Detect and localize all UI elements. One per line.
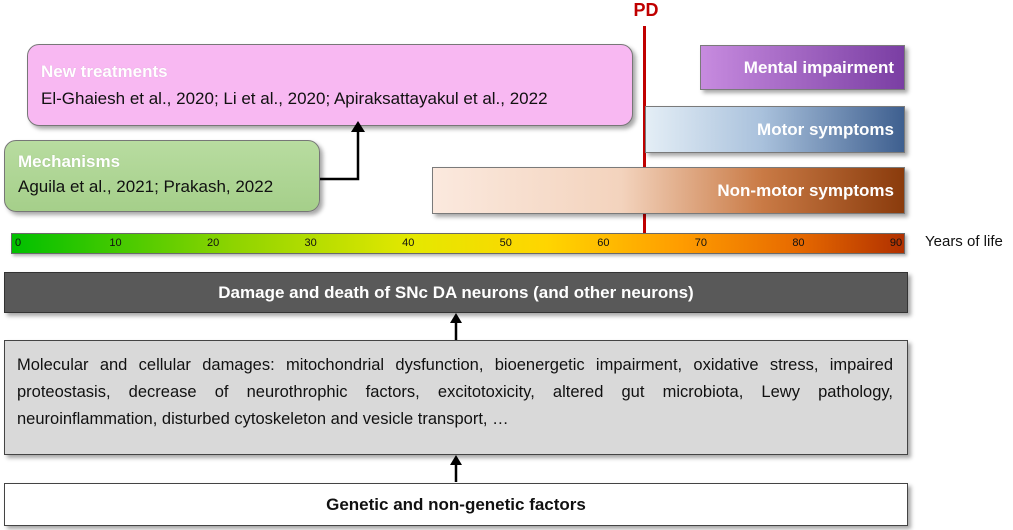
non-motor-symptoms-bar: Non-motor symptoms <box>432 167 905 214</box>
age-tick-70: 70 <box>694 237 707 249</box>
age-tick-90: 90 <box>889 237 903 249</box>
pd-onset-line <box>643 26 646 254</box>
motor-symptoms-bar: Motor symptoms <box>645 106 905 153</box>
neuron-damage-box: Damage and death of SNc DA neurons (and … <box>4 272 908 313</box>
mental-impairment-bar: Mental impairment <box>700 45 905 90</box>
new-treatments-title: New treatments <box>41 62 168 81</box>
age-tick-40: 40 <box>402 237 415 249</box>
new-treatments-refs: El-Ghaiesh et al., 2020; Li et al., 2020… <box>41 89 548 108</box>
age-tick-0: 0 <box>14 237 22 249</box>
genetic-factors-box: Genetic and non-genetic factors <box>4 483 908 526</box>
molecular-damages-box: Molecular and cellular damages: mitochon… <box>4 340 908 455</box>
pd-label: PD <box>633 0 659 20</box>
molecular-to-damage-arrow <box>450 313 462 340</box>
age-tick-50: 50 <box>499 237 512 249</box>
mechanisms-box: Mechanisms Aguila et al., 2021; Prakash,… <box>4 140 320 212</box>
age-tick-80: 80 <box>792 237 805 249</box>
genetic-to-molecular-arrow <box>450 455 462 482</box>
mechanisms-refs: Aguila et al., 2021; Prakash, 2022 <box>18 177 274 196</box>
age-tick-20: 20 <box>206 237 220 249</box>
age-axis-label: Years of life <box>925 233 1003 250</box>
mechanisms-title: Mechanisms <box>18 152 121 171</box>
age-axis-bar: 0 10 20 30 40 50 60 70 80 90 <box>11 233 905 254</box>
age-tick-30: 30 <box>304 237 317 249</box>
age-tick-60: 60 <box>597 237 610 249</box>
mechanisms-to-treatments-arrow <box>320 121 365 181</box>
new-treatments-box: New treatments El-Ghaiesh et al., 2020; … <box>27 44 633 126</box>
age-tick-10: 10 <box>109 237 122 249</box>
